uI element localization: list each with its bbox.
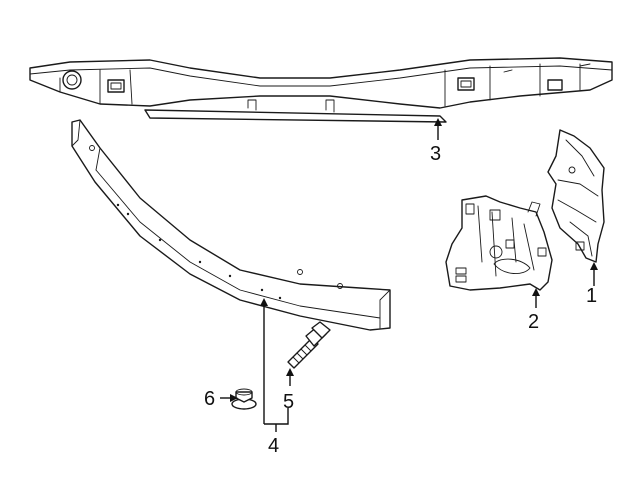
impact-bar-icon [71,119,391,331]
nut-icon [231,388,257,410]
leader-lines [220,118,598,432]
callout-3: 3 [430,143,441,165]
callout-5: 5 [283,391,294,413]
callout-1: 1 [586,285,597,307]
callout-6: 6 [204,388,215,410]
left-side-bracket-icon [445,195,553,291]
upper-support-panel-icon [29,57,613,123]
callout-4: 4 [268,435,279,457]
right-side-bracket-icon [547,129,605,263]
bolt-icon [287,321,331,369]
callout-2: 2 [528,311,539,333]
